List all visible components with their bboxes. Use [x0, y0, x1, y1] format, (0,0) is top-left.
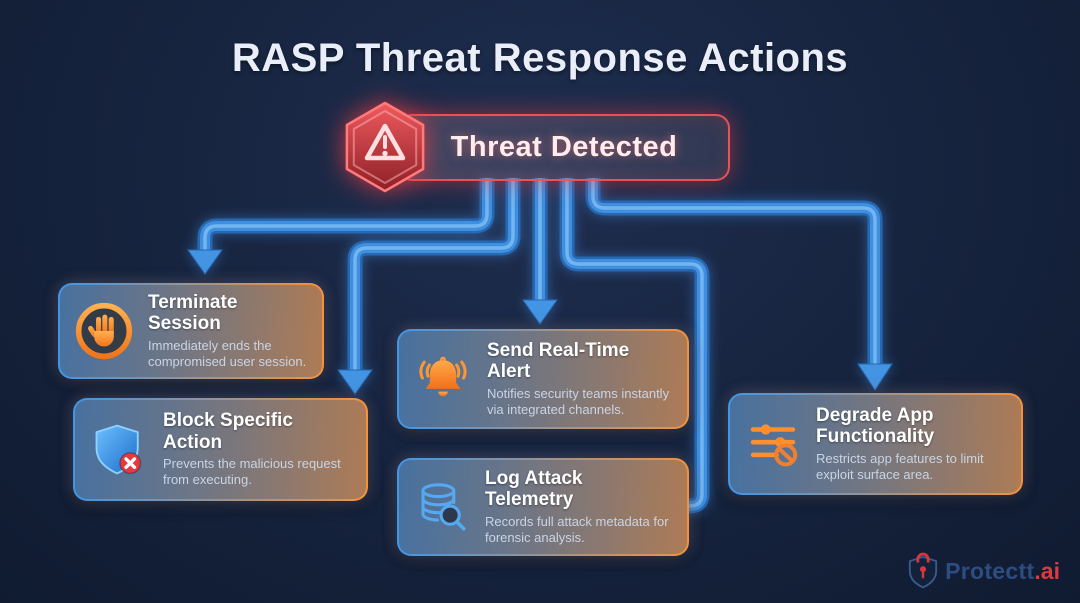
action-title: Send Real-Time Alert — [487, 339, 630, 383]
sliders-restrict-icon — [750, 424, 798, 467]
action-description: Immediately ends the compromised user se… — [148, 337, 307, 369]
action-description: Notifies security teams instantly via in… — [487, 385, 670, 417]
action-title: Terminate Session — [148, 291, 238, 335]
page-title: RASP Threat Response Actions — [231, 36, 849, 80]
protectt-ai-logo: Protectt.ai — [907, 552, 1060, 590]
alert-bell-icon — [419, 356, 467, 397]
action-card-terminate-session: Terminate Session Immediately ends the c… — [58, 283, 324, 379]
action-title: Degrade App Functionality — [816, 404, 935, 448]
action-title: Log Attack Telemetry — [485, 467, 583, 511]
shield-block-icon — [95, 424, 142, 474]
action-description: Records full attack metadata for forensi… — [485, 513, 669, 545]
action-card-log-attack-telemetry: Log Attack Telemetry Records full attack… — [397, 458, 689, 556]
database-search-icon — [421, 483, 466, 531]
action-card-degrade-app-functionality: Degrade App Functionality Restricts app … — [728, 393, 1023, 495]
action-description: Restricts app features to limit exploit … — [816, 450, 984, 482]
stop-hand-icon — [75, 302, 133, 360]
shield-lock-icon — [908, 552, 938, 589]
logo-text: Protectt — [945, 557, 1035, 584]
threat-banner: Threat Detected — [398, 114, 730, 181]
action-card-block-specific-action: Block Specific Action Prevents the malic… — [73, 398, 368, 501]
logo-suffix-text: .ai — [1034, 557, 1060, 584]
action-title: Block Specific Action — [163, 410, 293, 453]
warning-triangle-icon — [345, 101, 425, 193]
arrowheads — [187, 249, 893, 395]
action-description: Prevents the malicious request from exec… — [163, 456, 341, 488]
threat-banner-label: Threat Detected — [450, 131, 678, 163]
action-card-send-real-time-alert: Send Real-Time Alert Notifies security t… — [397, 329, 689, 429]
